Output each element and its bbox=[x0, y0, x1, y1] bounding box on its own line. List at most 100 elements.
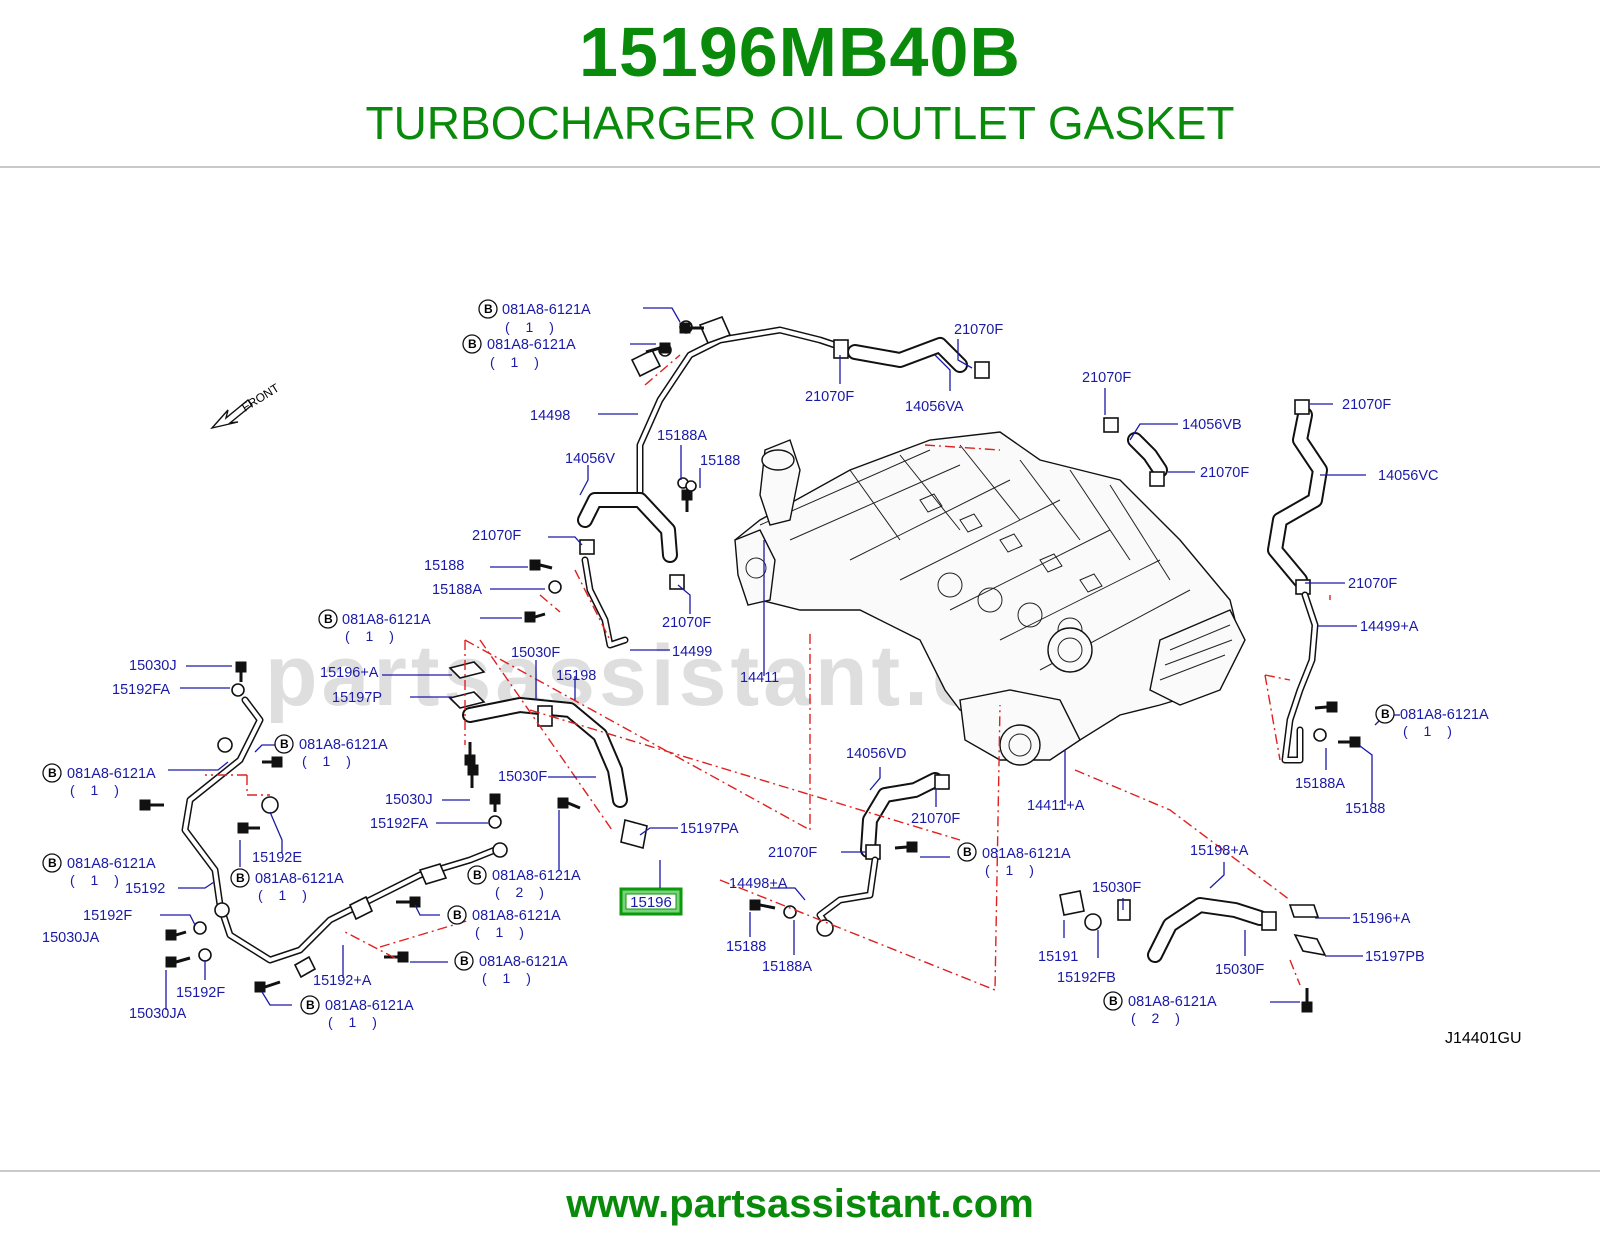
front-direction-arrow: FRONT bbox=[210, 380, 282, 430]
callout-14498: 14498 bbox=[530, 408, 570, 424]
callout-21070f: 21070F bbox=[954, 322, 1003, 338]
bolt-fasteners bbox=[139, 322, 1361, 1013]
callout-081a8: 081A8-6121A bbox=[67, 766, 156, 782]
callout-21070f: 21070F bbox=[911, 811, 960, 827]
engine-block-illustration bbox=[734, 431, 1246, 766]
callout-15192: 15192 bbox=[125, 881, 165, 897]
callout-081a8: 081A8-6121A bbox=[492, 868, 581, 884]
hose-14056v bbox=[577, 492, 685, 590]
callout-081a8: 081A8-6121A bbox=[325, 998, 414, 1014]
callout-14411: 14411 bbox=[740, 670, 779, 686]
callout-14499: 14499 bbox=[672, 644, 712, 660]
callout-15188a: 15188A bbox=[432, 582, 482, 598]
callout-qty: ( 1 ) bbox=[70, 872, 125, 888]
footer-divider bbox=[0, 1170, 1600, 1172]
svg-text:B: B bbox=[484, 302, 493, 316]
callout-15198: 15198 bbox=[556, 668, 596, 684]
callout-qty: ( 1 ) bbox=[482, 970, 537, 986]
footer-url[interactable]: www.partsassistant.com bbox=[566, 1182, 1034, 1226]
callout-21070f: 21070F bbox=[1348, 576, 1397, 592]
callout-15197pb: 15197PB bbox=[1365, 949, 1425, 965]
callout-15188: 15188 bbox=[726, 939, 766, 955]
callout-15030f: 15030F bbox=[511, 645, 560, 661]
pipe-14499a bbox=[1281, 591, 1319, 764]
callout-15030ja: 15030JA bbox=[129, 1006, 187, 1022]
callout-14056vb: 14056VB bbox=[1182, 417, 1242, 433]
svg-text:B: B bbox=[1109, 994, 1118, 1008]
callout-14056vd: 14056VD bbox=[846, 746, 906, 762]
hose-14056vb bbox=[1103, 417, 1168, 487]
callout-qty: ( 2 ) bbox=[495, 884, 550, 900]
svg-text:B: B bbox=[236, 871, 245, 885]
callout-15030j: 15030J bbox=[385, 792, 433, 808]
bolt-marker-letters: B B B B B B B B B B B B B B bbox=[48, 302, 1390, 1012]
callout-qty: ( 1 ) bbox=[985, 862, 1040, 878]
callout-15030f: 15030F bbox=[1092, 880, 1141, 896]
callout-qty: ( 1 ) bbox=[505, 319, 560, 335]
callout-081a8: 081A8-6121A bbox=[1400, 707, 1489, 723]
callout-15192fb: 15192FB bbox=[1057, 970, 1116, 986]
callout-081a8: 081A8-6121A bbox=[479, 954, 568, 970]
callout-21070f: 21070F bbox=[1082, 370, 1131, 386]
diagram-ref-code: J14401GU bbox=[1445, 1030, 1522, 1047]
callout-081a8: 081A8-6121A bbox=[472, 908, 561, 924]
callout-15188a: 15188A bbox=[762, 959, 812, 975]
svg-text:B: B bbox=[453, 908, 462, 922]
callout-15192e: 15192E bbox=[252, 850, 302, 866]
callout-14056v: 14056V bbox=[565, 451, 615, 467]
front-label: FRONT bbox=[239, 380, 282, 414]
callout-15192f: 15192F bbox=[83, 908, 132, 924]
callout-15192fa: 15192FA bbox=[112, 682, 170, 698]
callout-labels: 081A8-6121A ( 1 ) 081A8-6121A ( 1 ) 1449… bbox=[42, 302, 1489, 1030]
callout-14056va: 14056VA bbox=[905, 399, 964, 415]
part-name-subtitle: TURBOCHARGER OIL OUTLET GASKET bbox=[365, 97, 1235, 149]
callout-081a8: 081A8-6121A bbox=[67, 856, 156, 872]
callout-21070f: 21070F bbox=[1342, 397, 1391, 413]
callout-15197pa: 15197PA bbox=[680, 821, 739, 837]
hose-15198 bbox=[448, 661, 648, 850]
hose-14056vd bbox=[860, 772, 950, 860]
part-number-title: 15196MB40B bbox=[579, 13, 1021, 91]
callout-qty: ( 1 ) bbox=[475, 924, 530, 940]
callout-14411a: 14411+A bbox=[1027, 798, 1085, 814]
callout-15196a: 15196+A bbox=[1352, 911, 1411, 927]
callout-081a8-top1: 081A8-6121A bbox=[502, 302, 591, 318]
callout-qty: ( 2 ) bbox=[1131, 1010, 1186, 1026]
callout-15030f: 15030F bbox=[1215, 962, 1264, 978]
callout-081a8: 081A8-6121A bbox=[1128, 994, 1217, 1010]
callout-leaders bbox=[160, 307, 1400, 1010]
callout-qty: ( 1 ) bbox=[258, 887, 313, 903]
callout-15030j: 15030J bbox=[129, 658, 177, 674]
header-divider bbox=[0, 166, 1600, 168]
hose-14056vc bbox=[1267, 399, 1328, 595]
page-header: 15196MB40B TURBOCHARGER OIL OUTLET GASKE… bbox=[0, 0, 1600, 165]
callout-14056vc: 14056VC bbox=[1378, 468, 1438, 484]
hose-15198a bbox=[1059, 890, 1327, 963]
svg-text:B: B bbox=[48, 766, 57, 780]
callout-21070f: 21070F bbox=[768, 845, 817, 861]
callout-qty: ( 1 ) bbox=[302, 753, 357, 769]
callout-15188a: 15188A bbox=[657, 428, 707, 444]
callout-15188: 15188 bbox=[700, 453, 740, 469]
callout-15030ja: 15030JA bbox=[42, 930, 100, 946]
pipe-14499 bbox=[581, 556, 629, 649]
callout-15188: 15188 bbox=[424, 558, 464, 574]
callout-081a8: 081A8-6121A bbox=[299, 737, 388, 753]
callout-15198a: 15198+A bbox=[1190, 843, 1249, 859]
svg-text:B: B bbox=[473, 868, 482, 882]
callout-14498a: 14498+A bbox=[729, 876, 788, 892]
callout-qty: ( 1 ) bbox=[70, 782, 125, 798]
callout-081a8-top2: 081A8-6121A bbox=[487, 337, 576, 353]
highlighted-part-label: 15196 bbox=[630, 894, 672, 911]
svg-text:B: B bbox=[460, 954, 469, 968]
callout-15188: 15188 bbox=[1345, 801, 1385, 817]
svg-text:B: B bbox=[1381, 707, 1390, 721]
callout-15196a: 15196+A bbox=[320, 665, 379, 681]
callout-qty: ( 1 ) bbox=[345, 628, 400, 644]
svg-text:B: B bbox=[963, 845, 972, 859]
callout-15192a: 15192+A bbox=[313, 973, 372, 989]
callout-081a8: 081A8-6121A bbox=[982, 846, 1071, 862]
callout-qty: ( 1 ) bbox=[1403, 723, 1458, 739]
svg-text:B: B bbox=[324, 612, 333, 626]
